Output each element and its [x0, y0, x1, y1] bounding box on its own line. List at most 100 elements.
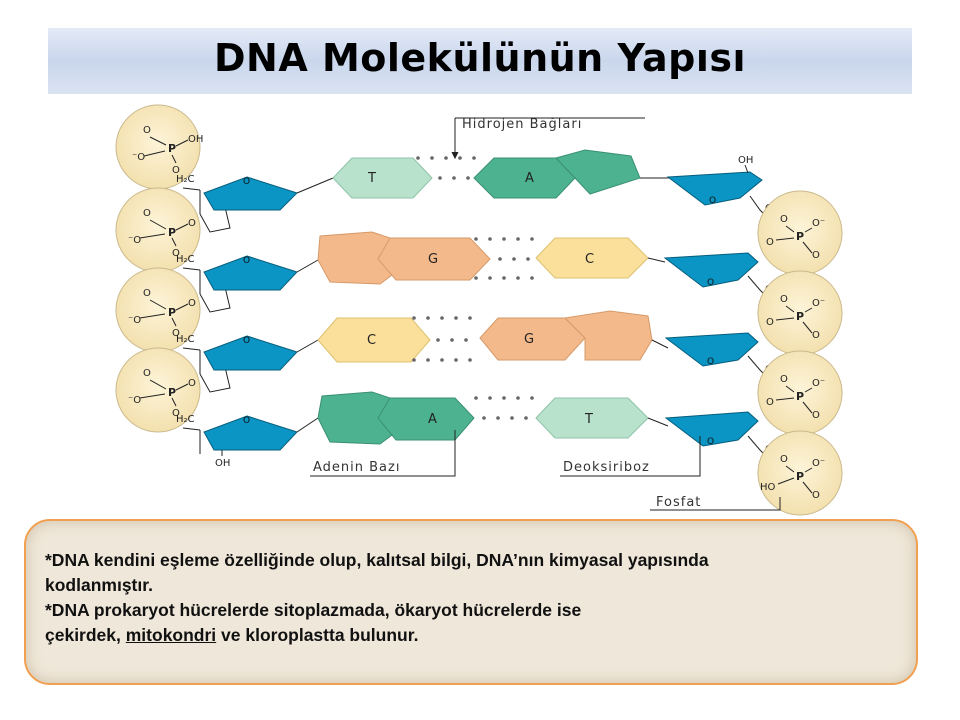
page-title: DNA Molekülünün Yapısı — [213, 36, 747, 80]
deoxyribose-right-4: O — [664, 411, 759, 447]
svg-text:OH: OH — [188, 134, 203, 145]
svg-text:H₂C: H₂C — [176, 254, 195, 265]
svg-text:H₂C: H₂C — [176, 174, 195, 185]
deoxyribose-right-3: O — [664, 332, 759, 367]
svg-text:O: O — [243, 336, 250, 346]
svg-text:A: A — [428, 412, 437, 427]
svg-text:O⁻: O⁻ — [812, 218, 825, 229]
svg-text:P: P — [168, 306, 176, 319]
oh-left-bottom: OH — [215, 458, 230, 469]
svg-text:⁻O: ⁻O — [128, 235, 141, 246]
label-adenine-base: Adenin Bazı — [310, 430, 456, 477]
info-line-2: kodlanmıştır. — [45, 575, 153, 595]
info-line-4: çekirdek, mitokondri ve kloroplastta bul… — [45, 623, 905, 648]
svg-text:O: O — [188, 378, 196, 389]
base-cytosine-row3: C — [317, 317, 431, 363]
phosphate-right-1: P O O⁻ O O — [757, 190, 843, 276]
svg-text:O: O — [172, 248, 180, 259]
svg-text:P: P — [796, 310, 804, 323]
svg-text:Fosfat: Fosfat — [656, 495, 701, 510]
info-text: *DNA kendini eşleme özelliğinde olup, ka… — [45, 548, 905, 648]
phosphate-left-1: P OH O ⁻O O H₂C — [115, 104, 203, 190]
info-line-4-start: çekirdek, — [45, 625, 126, 645]
svg-text:O: O — [709, 196, 716, 206]
svg-text:⁻O: ⁻O — [128, 315, 141, 326]
oh-right-top: OH — [738, 155, 753, 166]
svg-text:O: O — [812, 330, 820, 341]
svg-text:O: O — [812, 250, 820, 261]
svg-text:HO: HO — [760, 482, 776, 493]
svg-text:P: P — [168, 226, 176, 239]
svg-text:P: P — [168, 142, 176, 155]
base-thymine-row4: T — [535, 397, 649, 439]
mitochondria-word: mitokondri — [125, 625, 217, 645]
deoxyribose-right-2: O — [663, 252, 759, 288]
base-adenine-row1: A — [473, 149, 641, 199]
svg-text:⁻O: ⁻O — [132, 152, 145, 163]
svg-text:O: O — [143, 368, 151, 379]
svg-text:H₂C: H₂C — [176, 414, 195, 425]
phosphate-left-3: P O O ⁻O O H₂C — [115, 267, 201, 353]
svg-text:P: P — [168, 386, 176, 399]
phosphate-right-2: P O O⁻ O O — [757, 270, 843, 356]
base-thymine-row1: T — [332, 157, 433, 199]
base-guanine-row2: G — [317, 231, 491, 285]
title-bar: DNA Molekülünün Yapısı — [48, 28, 912, 94]
svg-text:T: T — [367, 171, 376, 186]
svg-text:P: P — [796, 470, 804, 483]
info-line-4-end: ve kloroplastta bulunur. — [216, 625, 419, 645]
info-box: *DNA kendini eşleme özelliğinde olup, ka… — [24, 519, 918, 685]
svg-text:C: C — [585, 252, 594, 267]
deoxyribose-left-1: O — [203, 176, 298, 211]
phosphate-right-4: P O O⁻ HO O — [757, 430, 843, 516]
svg-text:H₂C: H₂C — [176, 334, 195, 345]
svg-text:O: O — [766, 397, 774, 408]
hydrogen-bonds — [412, 156, 534, 420]
svg-text:O: O — [143, 208, 151, 219]
svg-text:O⁻: O⁻ — [812, 378, 825, 389]
svg-text:P: P — [796, 230, 804, 243]
deoxyribose-left-2: O — [203, 255, 298, 291]
svg-text:C: C — [367, 333, 376, 348]
svg-text:O: O — [188, 218, 196, 229]
svg-text:Hidrojen Bağları: Hidrojen Bağları — [462, 117, 582, 132]
info-line-1: *DNA kendini eşleme özelliğinde olup, ka… — [45, 550, 709, 570]
svg-text:O: O — [766, 237, 774, 248]
svg-text:O: O — [172, 408, 180, 419]
svg-text:O⁻: O⁻ — [812, 298, 825, 309]
svg-text:O: O — [707, 357, 714, 367]
base-cytosine-row2: C — [535, 237, 649, 279]
svg-text:O: O — [812, 410, 820, 421]
phosphate-left-4: P O O ⁻O O H₂C — [115, 347, 201, 433]
svg-text:O: O — [188, 298, 196, 309]
info-line-3: *DNA prokaryot hücrelerde sitoplazmada, … — [45, 600, 582, 620]
svg-text:G: G — [428, 252, 438, 267]
base-adenine-row4: A — [317, 391, 475, 445]
base-guanine-row3: G — [479, 310, 653, 361]
label-hydrogen-bonds: Hidrojen Bağları — [451, 117, 645, 160]
svg-text:O: O — [143, 288, 151, 299]
svg-text:O: O — [707, 278, 714, 288]
svg-text:O: O — [780, 374, 788, 385]
deoxyribose-right-1: O — [666, 171, 763, 206]
label-deoxyribose: Deoksiriboz — [560, 436, 701, 477]
svg-text:O: O — [172, 165, 180, 176]
svg-text:O: O — [243, 256, 250, 266]
svg-text:⁻O: ⁻O — [128, 395, 141, 406]
svg-text:O: O — [780, 214, 788, 225]
svg-text:O⁻: O⁻ — [812, 458, 825, 469]
svg-text:O: O — [780, 454, 788, 465]
deoxyribose-left-3: O — [203, 335, 298, 371]
label-phosphate: Fosfat — [650, 495, 781, 511]
phosphate-left-2: P O O ⁻O O H₂C — [115, 187, 201, 273]
svg-text:O: O — [143, 125, 151, 136]
svg-text:O: O — [812, 490, 820, 501]
svg-text:P: P — [796, 390, 804, 403]
svg-text:O: O — [243, 416, 250, 426]
svg-text:G: G — [524, 332, 534, 347]
svg-text:O: O — [243, 177, 250, 187]
svg-text:O: O — [172, 328, 180, 339]
svg-text:O: O — [766, 317, 774, 328]
phosphate-right-3: P O O⁻ O O — [757, 350, 843, 436]
